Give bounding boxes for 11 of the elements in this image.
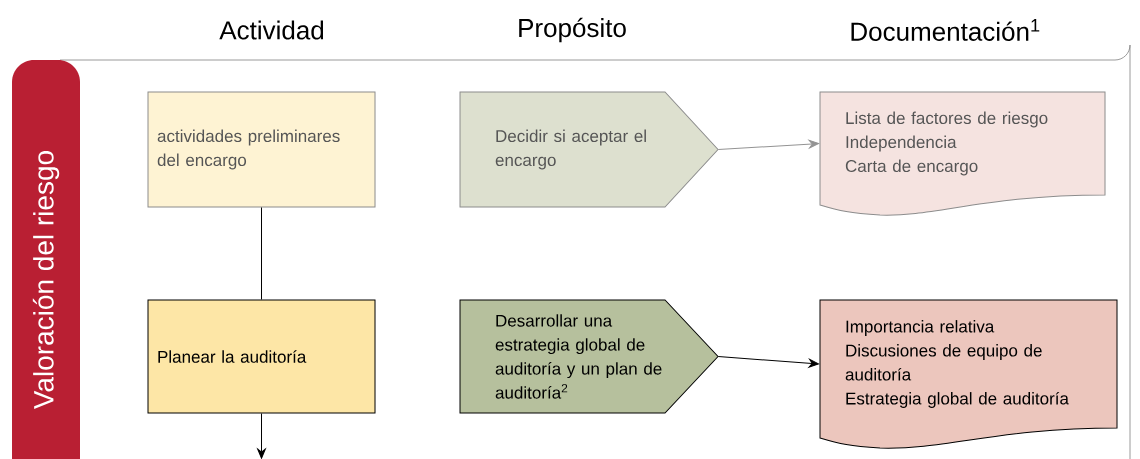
- purpose-chevron: Decidir si aceptar el encargo: [459, 91, 719, 208]
- column-header: Documentación$^{1}$: [851, 19, 1040, 41]
- arrow: [717, 356, 819, 368]
- activity-box: actividades preliminares del encargo: [147, 91, 376, 208]
- activity-box: Planear la auditoría: [147, 299, 376, 414]
- column-header: Actividad: [219, 20, 324, 40]
- arrow: [257, 413, 266, 459]
- purpose-chevron: Desarrollar una estrategia global de auditoría y un plan de auditoría$^{2}$: [459, 299, 719, 414]
- swimlane-band: Valoración del riesgo: [12, 60, 80, 459]
- arrow: [717, 139, 819, 150]
- column-header: Propósito: [519, 17, 626, 43]
